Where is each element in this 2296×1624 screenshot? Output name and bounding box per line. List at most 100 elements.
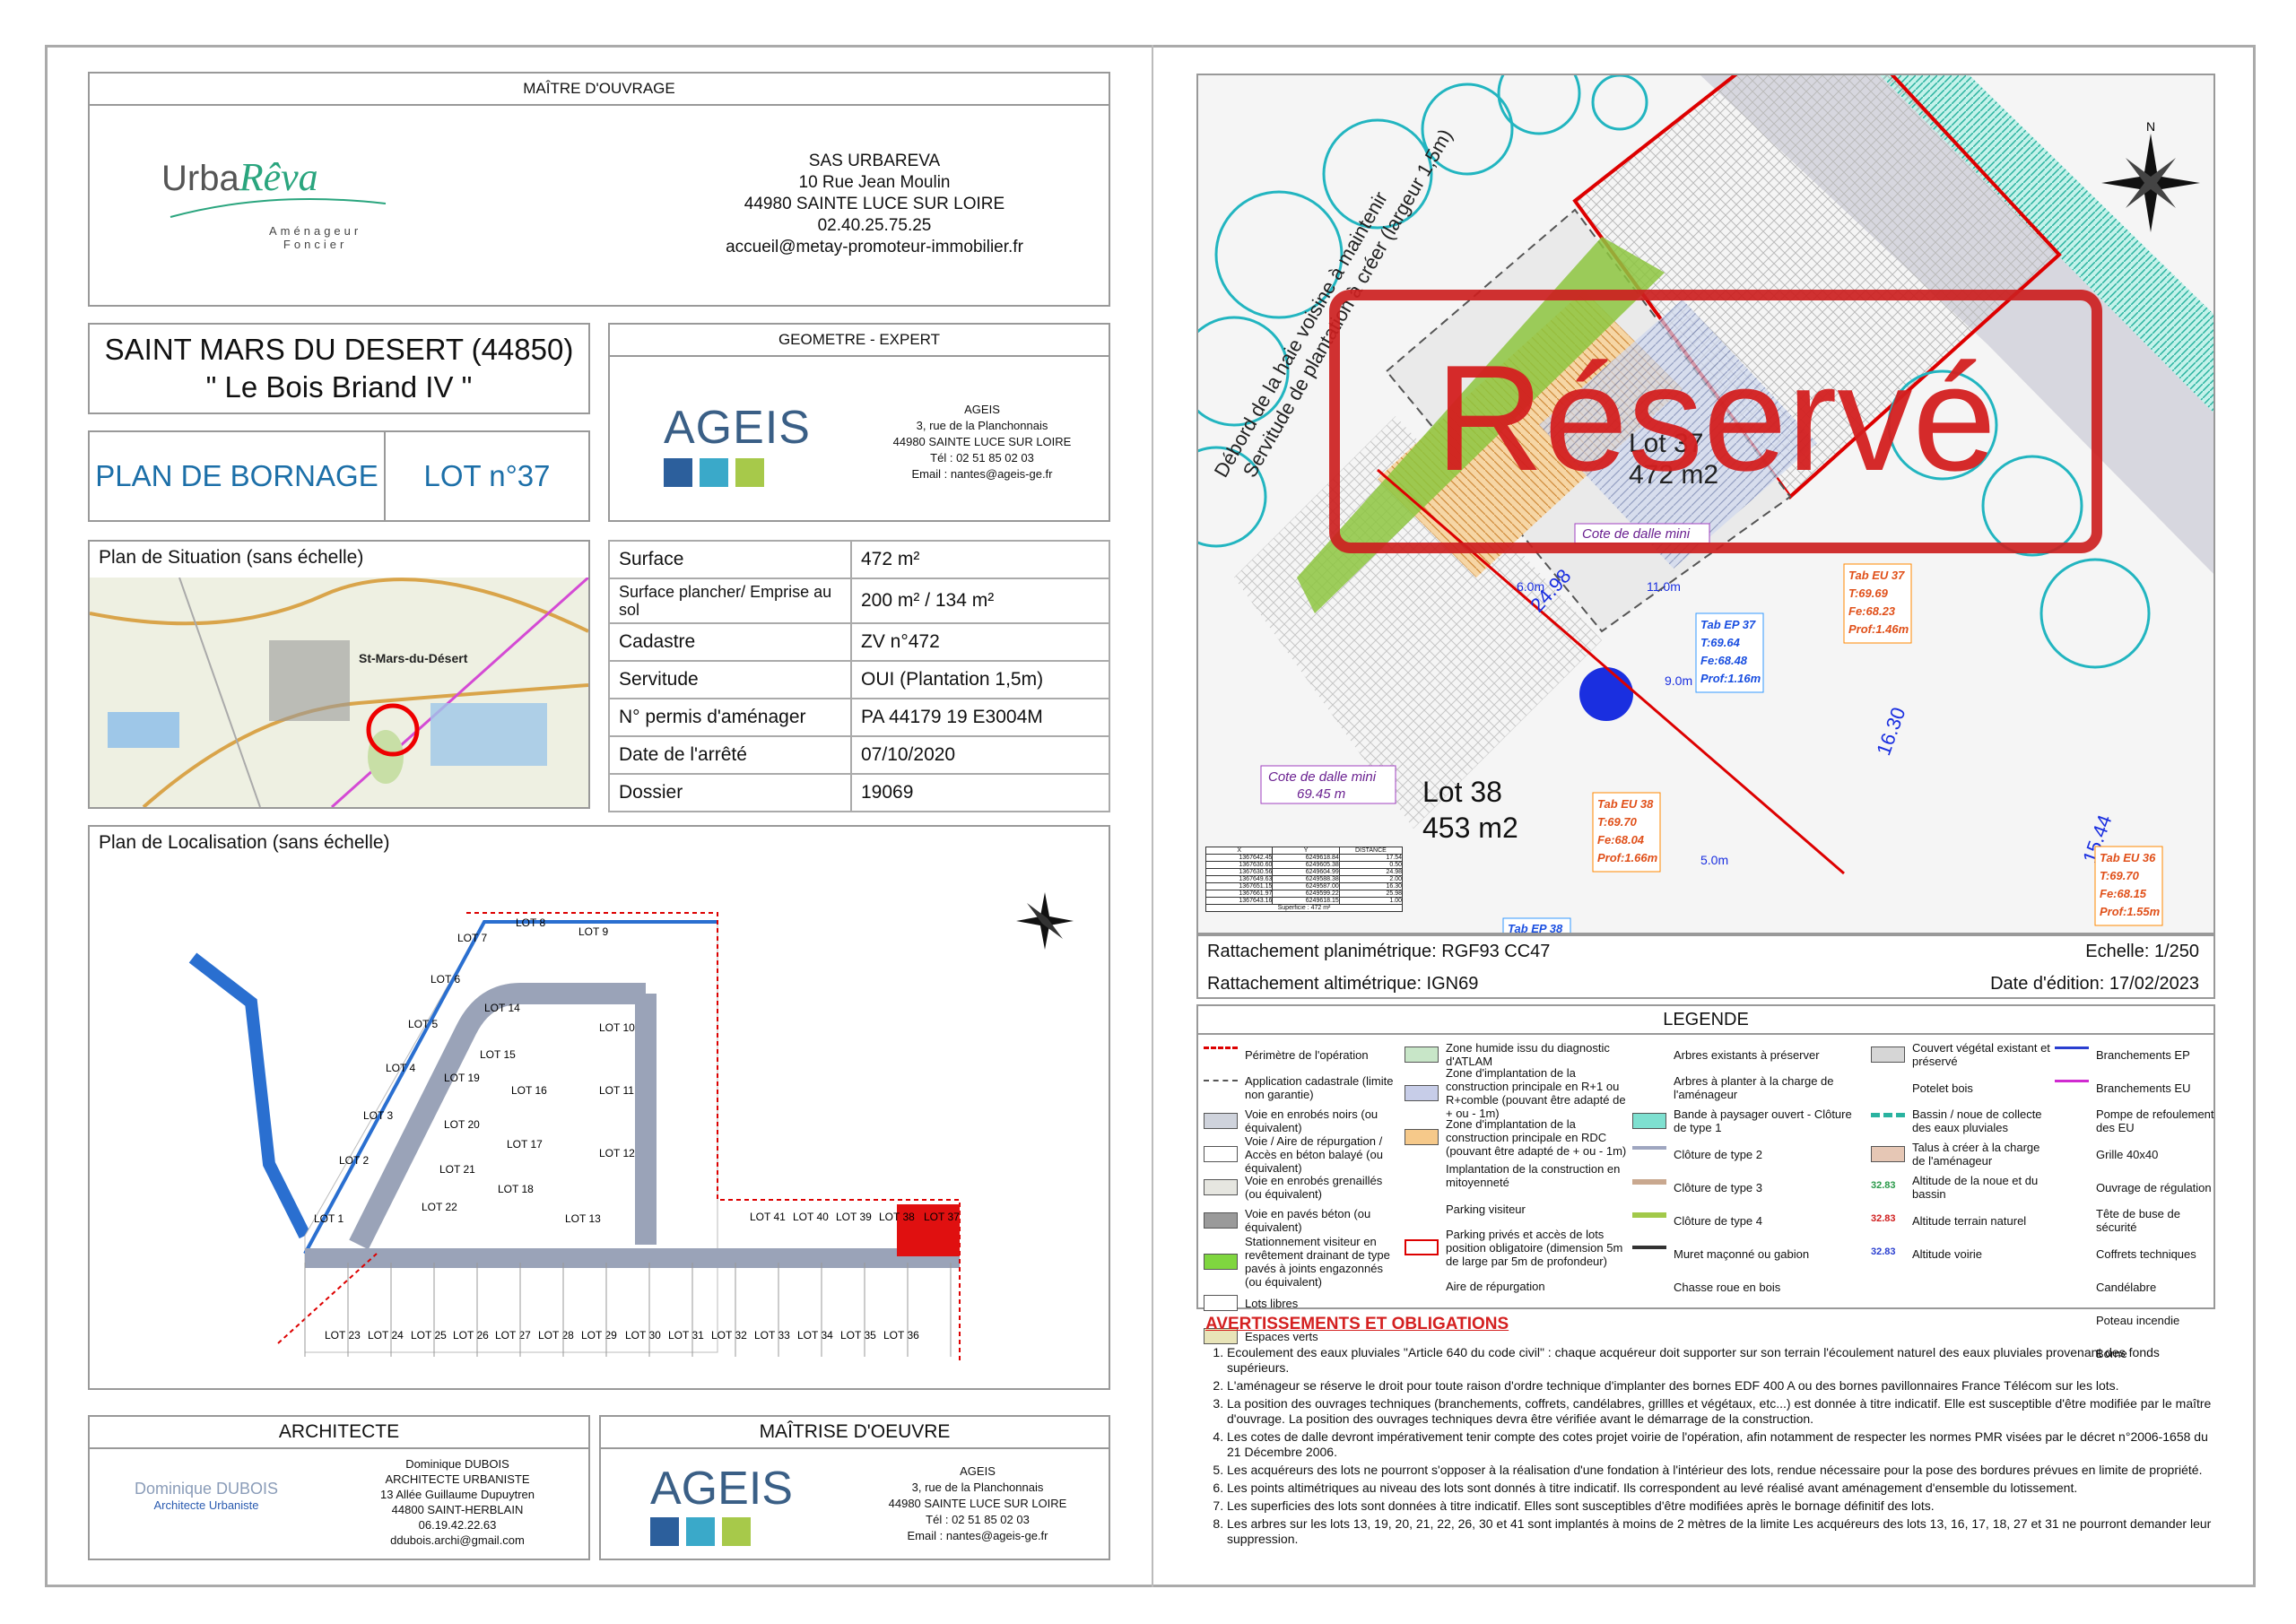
legend-item: Implantation de la construction en mitoy… (1405, 1162, 1629, 1189)
ratt-alti: Rattachement altimétrique: IGN69 (1207, 974, 1479, 994)
loc-lot-label: LOT 23 (325, 1329, 361, 1342)
legend-item: 32.83 Altitude terrain naturel (1871, 1208, 2050, 1233)
legend-item: Talus à créer à la charge de l'aménageur (1871, 1141, 2050, 1168)
avert-item: Les superficies des lots sont données à … (1227, 1498, 2224, 1514)
coord-cell: 6249618.15 (1272, 897, 1340, 905)
mo-addr2: 44980 SAINTE LUCE SUR LOIRE (744, 195, 1005, 213)
coord-cell: 6249599.22 (1272, 890, 1340, 898)
arch-email[interactable]: ddubois.archi@gmail.com (390, 1533, 525, 1547)
cote-dalle-top: Cote de dalle mini (1582, 526, 1691, 542)
info-value: OUI (Plantation 1,5m) (850, 660, 1110, 699)
legend-item: Coffrets techniques (2055, 1241, 2214, 1266)
loc-lot-label: LOT 37 (924, 1211, 960, 1223)
loc-lot-label: LOT 8 (516, 916, 545, 929)
legend-label: Chasse roue en bois (1674, 1280, 1781, 1294)
coord-cell: 16.30 (1338, 882, 1404, 890)
legend-label: Coffrets techniques (2096, 1246, 2196, 1261)
legend-item: Zone d'implantation de la construction p… (1405, 1117, 1629, 1158)
legend-swatch (1204, 1328, 1238, 1344)
logo-cube-blue (664, 458, 692, 487)
loc-lot-label: LOT 29 (581, 1329, 617, 1342)
coord-cell: 0.50 (1338, 861, 1404, 869)
legend-label: Bande à paysager ouvert - Clôture de typ… (1674, 1107, 1852, 1134)
loc-lot-label: LOT 18 (498, 1183, 534, 1195)
dim-5m: 5.0m (1700, 853, 1728, 867)
legend-item: Potelet bois (1871, 1075, 2050, 1100)
project-name: " Le Bois Briand IV " (205, 370, 473, 404)
lot37-label: Lot 37 (1629, 429, 1703, 458)
info-value: ZV n°472 (850, 622, 1110, 662)
loc-lot-label: LOT 41 (750, 1211, 786, 1223)
tab-eu38-title: Tab EU 38 (1597, 797, 1654, 811)
arch-title: ARCHITECTE URBANISTE (385, 1472, 530, 1486)
tab-eu37-prof: Prof:1.46m (1848, 622, 1909, 636)
legend-swatch: 32.83 (1871, 1246, 1905, 1262)
coord-cell: 1367651.15 (1205, 882, 1274, 890)
urbareva-logo: UrbaRêva Aménageur Foncier (161, 154, 395, 253)
loc-lot-label: LOT 2 (339, 1154, 369, 1167)
legend-label: Arbres à planter à la charge de l'aménag… (1674, 1074, 1834, 1101)
info-value: 07/10/2020 (850, 735, 1110, 775)
legend-swatch (1632, 1179, 1666, 1195)
loc-lot-label: LOT 12 (599, 1147, 635, 1159)
legend-item: Candélabre (2055, 1274, 2214, 1299)
legend-label: Branchements EU (2096, 1081, 2191, 1095)
legend-item: Clôture de type 2 (1632, 1142, 1866, 1167)
mo-email[interactable]: accueil@metay-promoteur-immobilier.fr (726, 238, 1023, 256)
maitre-ouvrage-box: MAÎTRE D'OUVRAGE UrbaRêva Aménageur Fonc… (88, 72, 1110, 307)
legend-item: Muret maçonné ou gabion (1632, 1241, 1866, 1266)
moe-addr2: 44980 SAINTE LUCE SUR LOIRE (888, 1497, 1067, 1510)
legend-item: Bassin / noue de collecte des eaux pluvi… (1871, 1107, 2050, 1134)
loc-lot-label: LOT 34 (797, 1329, 833, 1342)
coord-cell: 1367649.63 (1205, 875, 1274, 883)
road-main (349, 983, 646, 1250)
legend-swatch (1405, 1201, 1439, 1217)
legend-item: Lots libres (1204, 1290, 1401, 1316)
tab-ep38-title: Tab EP 38 (1508, 922, 1563, 934)
legend-label: Voie / Aire de répurgation / Accès en bé… (1245, 1133, 1383, 1175)
localisation-title: Plan de Localisation (sans échelle) (99, 832, 390, 853)
legend-label: Voie en pavés béton (ou équivalent) (1245, 1207, 1371, 1234)
project-city: SAINT MARS DU DESERT (44850) (104, 333, 574, 366)
legend-swatch (1204, 1046, 1238, 1063)
avert-list: Ecoulement des eaux pluviales "Article 6… (1202, 1345, 2224, 1550)
legend-item: Chasse roue en bois (1632, 1274, 1866, 1299)
tab-eu37-title: Tab EU 37 (1848, 569, 1905, 582)
geo-email[interactable]: Email : nantes@ageis-ge.fr (911, 467, 1053, 481)
lot37-highlight (897, 1204, 960, 1256)
legend-label: Altitude terrain naturel (1912, 1213, 2027, 1228)
avert-item: Ecoulement des eaux pluviales "Article 6… (1227, 1345, 2224, 1376)
loc-lot-label: LOT 3 (363, 1109, 393, 1122)
legend-item: Stationnement visiteur en revêtement dra… (1204, 1235, 1401, 1289)
document-page (45, 45, 2256, 1587)
loc-lot-label: LOT 1 (314, 1212, 344, 1225)
coord-cell: 24.98 (1338, 868, 1404, 876)
legend-swatch (2055, 1080, 2089, 1096)
coord-cell: 1367642.45 (1205, 854, 1274, 862)
cote-dalle-lot38: Cote de dalle mini (1268, 769, 1377, 785)
coord-cell: 1367661.97 (1205, 890, 1274, 898)
loc-lot-label: LOT 14 (484, 1002, 520, 1014)
legend-label: Zone d'implantation de la construction p… (1446, 1066, 1626, 1120)
legend-label: Aire de répurgation (1446, 1279, 1545, 1293)
logo-swoosh (170, 198, 387, 218)
legend-swatch (2055, 1312, 2089, 1328)
geo-addr1: 3, rue de la Planchonnais (916, 419, 1048, 432)
echelle: Echelle: 1/250 (2085, 942, 2199, 961)
legend-swatch: 32.83 (1871, 1212, 1905, 1229)
legend-swatch (1204, 1113, 1238, 1129)
moe-email[interactable]: Email : nantes@ageis-ge.fr (907, 1529, 1048, 1542)
svg-text:N: N (2146, 119, 2155, 134)
loc-lot-label: LOT 6 (430, 973, 460, 986)
legend-swatch (2055, 1345, 2089, 1361)
loc-lot-label: LOT 7 (457, 932, 487, 944)
coord-cell: 2.00 (1338, 875, 1404, 883)
geo-phone: Tél : 02 51 85 02 03 (930, 451, 1034, 465)
legend-label: Clôture de type 4 (1674, 1213, 1763, 1228)
